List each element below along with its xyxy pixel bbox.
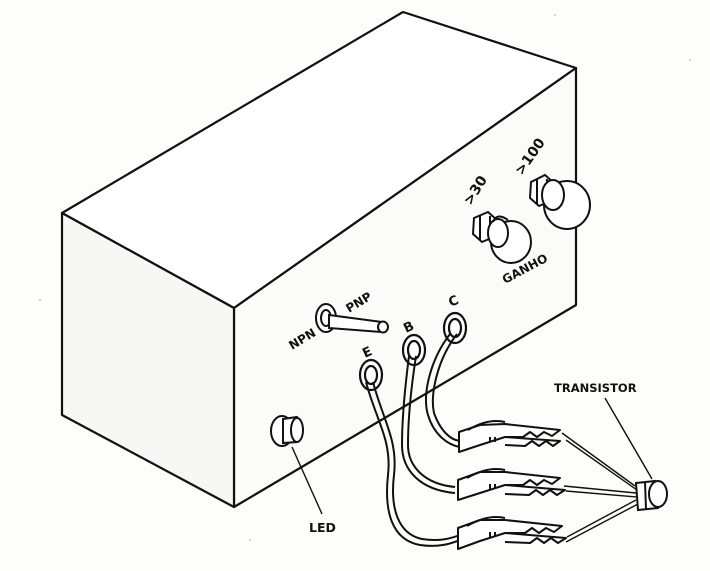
switch-lever-icon bbox=[328, 313, 389, 334]
wire-emitter bbox=[365, 381, 461, 547]
alligator-clip-emitter[interactable] bbox=[457, 516, 567, 550]
knob-cap-icon bbox=[487, 215, 532, 264]
leader-lines bbox=[291, 397, 653, 515]
alligator-clip-base[interactable] bbox=[457, 468, 566, 501]
gain-knob-100[interactable] bbox=[528, 173, 591, 230]
wire-collector bbox=[425, 333, 461, 448]
label-led: LED bbox=[309, 520, 336, 535]
label-transistor: TRANSISTOR bbox=[554, 381, 637, 395]
leader-led bbox=[291, 446, 323, 515]
paper-specks bbox=[39, 14, 691, 541]
jack-emitter[interactable] bbox=[358, 358, 384, 392]
led-indicator bbox=[270, 415, 304, 447]
wire-base-inner bbox=[406, 355, 456, 488]
transistor-leads bbox=[561, 432, 639, 543]
jack-base[interactable] bbox=[401, 333, 427, 367]
transistor-icon[interactable] bbox=[634, 479, 668, 512]
wire-base bbox=[400, 355, 456, 494]
test-leads bbox=[365, 333, 461, 547]
leader-transistor bbox=[604, 397, 653, 480]
wire-emitter-inner bbox=[372, 381, 461, 542]
npn-pnp-toggle-switch[interactable] bbox=[315, 303, 389, 334]
alligator-clip-collector[interactable] bbox=[458, 420, 561, 453]
knob-cap-icon bbox=[541, 179, 591, 230]
wire-collector-inner bbox=[431, 333, 461, 442]
tester-box bbox=[60, 10, 578, 509]
gain-knob-30[interactable] bbox=[471, 210, 532, 264]
box-side-face bbox=[60, 211, 236, 509]
